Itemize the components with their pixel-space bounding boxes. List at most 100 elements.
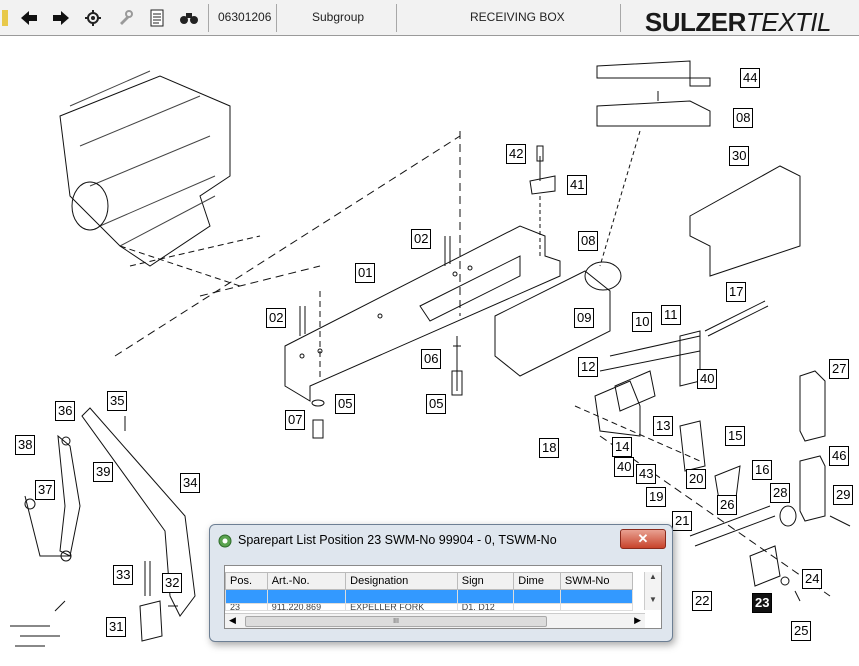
callout-label[interactable]: 46 (829, 446, 850, 466)
cell: EXPELLER FORK (345, 603, 458, 611)
callout-label[interactable]: 26 (717, 495, 738, 515)
scroll-up-icon[interactable]: ▲ (649, 572, 657, 581)
callout-label[interactable]: 07 (285, 410, 306, 430)
sulzer-logo: SULZERTEXTIL (644, 7, 832, 38)
shaft-22 (689, 505, 776, 547)
callout-label[interactable]: 05 (335, 394, 356, 414)
cover-30 (689, 165, 801, 277)
callout-label[interactable]: 02 (411, 229, 432, 249)
col-pos[interactable]: Pos. (225, 572, 268, 590)
callout-label[interactable]: 41 (567, 175, 588, 195)
logo-text: SULZER (644, 7, 747, 37)
callout-label[interactable]: 15 (725, 426, 746, 446)
callout-label[interactable]: 39 (93, 462, 114, 482)
settings-icon[interactable] (82, 8, 104, 28)
callout-label[interactable]: 35 (107, 391, 128, 411)
fork-13 (679, 420, 706, 472)
callout-label[interactable]: 37 (35, 480, 56, 500)
callout-label[interactable]: 40 (614, 457, 635, 477)
sparepart-list-dialog[interactable]: Sparepart List Position 23 SWM-No 99904 … (209, 524, 673, 642)
callout-label[interactable]: 40 (697, 369, 718, 389)
bracket-14 (594, 380, 641, 437)
callout-label[interactable]: 02 (266, 308, 287, 328)
horizontal-scrollbar[interactable]: ◀ III ▶ (225, 613, 645, 628)
toolbar-separator (208, 4, 209, 32)
cell (345, 589, 458, 604)
callout-label[interactable]: 08 (733, 108, 754, 128)
callout-label[interactable]: 22 (692, 591, 713, 611)
cell (513, 589, 561, 604)
callout-label[interactable]: 05 (426, 394, 447, 414)
scroll-right-icon[interactable]: ▶ (634, 615, 641, 625)
callout-label[interactable]: 27 (829, 359, 850, 379)
callout-label[interactable]: 08 (578, 231, 599, 251)
col-dime[interactable]: Dime (513, 572, 561, 590)
callout-label[interactable]: 38 (15, 435, 36, 455)
toolbar-separator (620, 4, 621, 32)
callout-label[interactable]: 28 (770, 483, 791, 503)
callout-label[interactable]: 33 (113, 565, 134, 585)
callout-label[interactable]: 10 (632, 312, 653, 332)
lever-34 (81, 407, 196, 617)
tool-icon[interactable] (114, 8, 136, 28)
callout-label[interactable]: 43 (636, 464, 657, 484)
scroll-down-icon[interactable]: ▼ (649, 595, 657, 604)
col-designation[interactable]: Designation (345, 572, 458, 590)
callout-label[interactable]: 21 (672, 511, 693, 531)
col-sign[interactable]: Sign (456, 572, 515, 590)
callout-label[interactable]: 18 (539, 438, 560, 458)
cell (266, 589, 347, 604)
callout-label[interactable]: 19 (646, 487, 667, 507)
dialog-title: Sparepart List Position 23 SWM-No 99904 … (238, 533, 557, 547)
cell (513, 603, 561, 611)
cell (225, 589, 268, 604)
vertical-scrollbar[interactable]: ▲ ▼ (644, 572, 661, 610)
slide-bar-01 (284, 225, 561, 402)
callout-label[interactable]: 17 (726, 282, 747, 302)
cell (559, 603, 634, 611)
callout-label[interactable]: 16 (752, 460, 773, 480)
toolbar-separator (396, 4, 397, 32)
part-number: 06301206 (218, 10, 272, 24)
callout-label[interactable]: 42 (506, 144, 527, 164)
callout-label[interactable]: 32 (162, 573, 183, 593)
parts-table: Pos. Art.-No. Designation Sign Dime SWM-… (225, 572, 634, 611)
arrow-right-icon[interactable] (50, 8, 72, 28)
cell: 23 (225, 603, 268, 611)
callout-label[interactable]: 29 (833, 485, 854, 505)
callout-label[interactable]: 09 (574, 308, 595, 328)
close-button[interactable]: ✕ (620, 529, 666, 549)
callout-label[interactable]: 12 (578, 357, 599, 377)
toolbar-handle (2, 10, 8, 26)
arm-36 (57, 434, 81, 557)
callout-label[interactable]: 01 (355, 263, 376, 283)
callout-label[interactable]: 31 (106, 617, 127, 637)
callout-label[interactable]: 24 (802, 569, 823, 589)
col-swm-no[interactable]: SWM-No (559, 572, 634, 590)
callout-label[interactable]: 20 (686, 469, 707, 489)
callout-label[interactable]: 36 (55, 401, 76, 421)
callout-label[interactable]: 13 (653, 416, 674, 436)
toolbar: 06301206 Subgroup RECEIVING BOX SULZERTE… (0, 0, 859, 38)
binoculars-icon[interactable] (178, 8, 200, 28)
callout-label[interactable]: 44 (740, 68, 761, 88)
scroll-left-icon[interactable]: ◀ (229, 615, 236, 625)
scroll-thumb[interactable]: III (245, 616, 547, 627)
callout-label[interactable]: 34 (180, 473, 201, 493)
table-row-selected[interactable] (225, 589, 634, 604)
callout-label[interactable]: 14 (612, 437, 633, 457)
callout-label[interactable]: 23 (752, 593, 773, 613)
block-31 (139, 600, 163, 642)
col-art-no[interactable]: Art.-No. (266, 572, 347, 590)
callout-label[interactable]: 06 (421, 349, 442, 369)
callout-label[interactable]: 25 (791, 621, 812, 641)
parts-table-panel: Pos. Art.-No. Designation Sign Dime SWM-… (224, 565, 662, 629)
arrow-left-icon[interactable] (18, 8, 40, 28)
bracket-08 (596, 100, 711, 127)
toolbar-separator (276, 4, 277, 32)
table-row[interactable]: 23 911.220.869 EXPELLER FORK D1, D12 (225, 603, 634, 611)
list-icon[interactable] (146, 8, 168, 28)
callout-label[interactable]: 11 (661, 305, 681, 325)
callout-label[interactable]: 30 (729, 146, 750, 166)
exploded-parts-drawing[interactable] (0, 36, 859, 666)
